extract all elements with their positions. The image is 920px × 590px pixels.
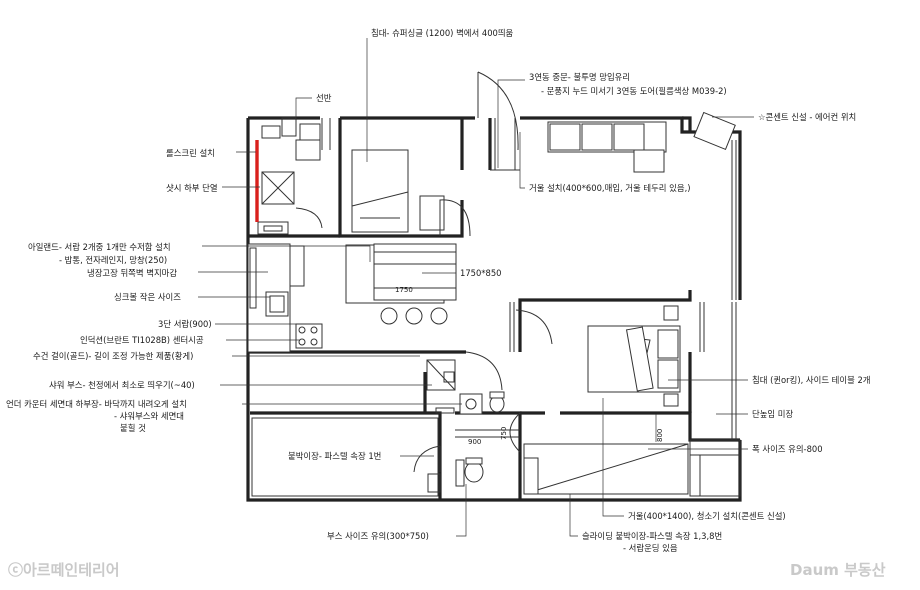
note-booth: 부스 사이즈 유의(300*750) <box>327 531 429 541</box>
dim-closet-800: 800 <box>656 429 664 442</box>
builtin-closet <box>251 412 521 497</box>
dim-bath-900: 900 <box>468 438 481 446</box>
note-sliding-1: 슬라이딩 붙박이장-파스텔 속장 1,3,8번 <box>582 531 722 541</box>
note-island-2: - 밥통, 전자레인지, 망창(250) <box>59 255 167 265</box>
note-rollscreen: 롤스크린 설치 <box>166 148 215 158</box>
note-door-top-2: - 문풍지 누드 미서기 3연동 도어(필름색상 M039-2) <box>541 86 727 96</box>
note-island-1: 아일랜드- 서랍 2개중 1개만 수저함 설치 <box>28 242 171 252</box>
bathroom-2 <box>413 429 520 493</box>
note-induction: 인덕션(브란트 TI1028B) 센터시공 <box>80 335 204 345</box>
leader-lines <box>198 38 754 537</box>
utility-area <box>257 117 331 235</box>
left-window <box>249 247 257 309</box>
induction-cooktop <box>295 323 323 349</box>
dim-bath-750: 750 <box>500 427 508 440</box>
note-drawer3: 3단 서랍(900) <box>158 319 212 329</box>
note-undercounter-3: 붙힐 것 <box>120 423 146 433</box>
note-undercounter-1: 언더 카운터 세면대 하부장- 바닥까지 내려오게 설치 <box>6 399 187 409</box>
note-sliding-2: - 서랍운딩 있음 <box>623 543 678 553</box>
note-sash: 샷시 하부 단열 <box>166 183 218 193</box>
island-counter <box>345 243 457 304</box>
note-bed-right: 침대 (퀸or킹), 사이드 테이블 2개 <box>752 375 871 385</box>
note-towel: 수건 걸이(골드)- 길이 조정 가능한 제품(황게) <box>33 351 193 361</box>
note-sink: 싱크볼 작은 사이즈 <box>114 292 181 302</box>
note-outlet: ☆콘센트 신설 - 에어컨 위치 <box>758 112 856 122</box>
note-builtin: 붙박이장- 파스텔 속장 1번 <box>288 451 381 461</box>
kitchen <box>247 243 323 353</box>
note-fridge: 냉장고장 뒤쪽벽 벽지마감 <box>87 268 177 278</box>
watermark-left: ⓒ아르떼인테리어 <box>8 561 120 579</box>
bedroom-door <box>439 199 471 237</box>
note-bed-wall: 침대- 슈퍼싱글 (1200) 벽에서 400띄움 <box>371 28 514 38</box>
bar-stools <box>380 307 448 325</box>
annotations: 침대- 슈퍼싱글 (1200) 벽에서 400띄움 3연동 중문- 불투명 망입… <box>6 28 871 553</box>
note-door-top-1: 3연동 중문- 불투명 망입유리 <box>529 72 630 82</box>
note-mirror-bottom: 거울(400*1400), 청소기 설치(콘센트 신설) <box>628 511 786 521</box>
armchair <box>693 111 736 150</box>
note-mirror-top: 거울 설치(400*600,매입, 거울 테두리 있음,) <box>529 183 691 193</box>
master-door <box>515 309 553 345</box>
bed-single <box>351 149 445 233</box>
sofa <box>547 121 667 173</box>
bathroom-1 <box>426 351 505 415</box>
note-partition: 단높임 미장 <box>752 409 793 419</box>
note-shelf: 선반 <box>316 93 332 103</box>
sliding-door-3 <box>477 71 520 171</box>
note-island-size: 1750*850 <box>460 268 502 278</box>
boiler-box <box>261 171 295 205</box>
sliding-closet <box>523 443 689 495</box>
note-shower: 샤워 부스- 천정에서 최소로 띄우기(~40) <box>49 380 195 390</box>
dim-island-1750: 1750 <box>395 286 413 294</box>
watermark-right: Daum 부동산 <box>790 561 886 579</box>
bed-queen <box>587 305 681 407</box>
note-width: 폭 사이즈 유의-800 <box>752 444 823 454</box>
window-frames <box>509 140 741 497</box>
note-undercounter-2: - 샤워부스와 세면대 <box>114 411 184 421</box>
